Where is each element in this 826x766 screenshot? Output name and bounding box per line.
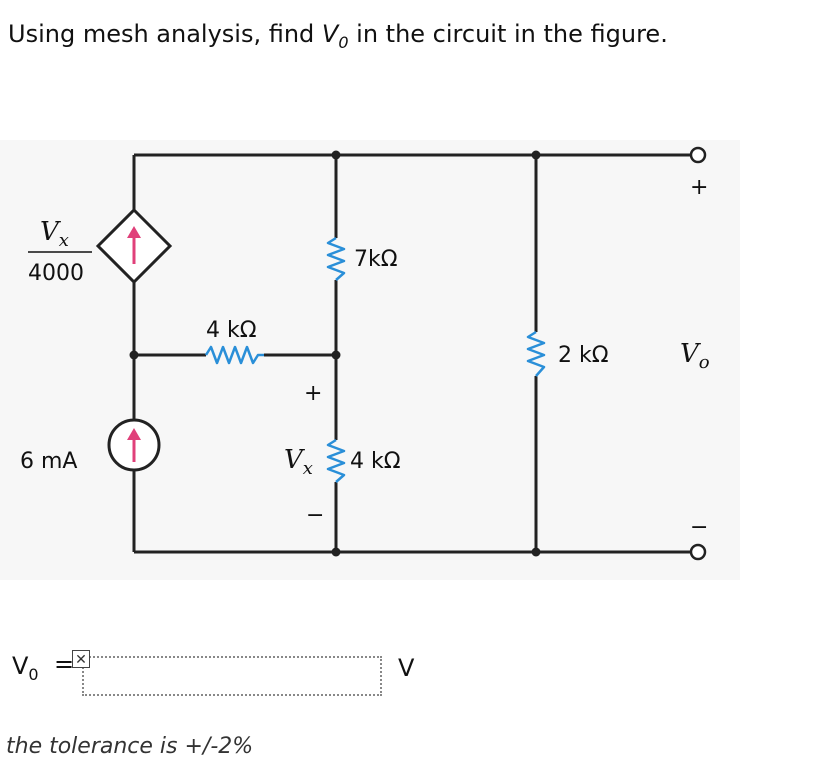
vx-minus: − bbox=[306, 503, 324, 528]
node-dots bbox=[129, 150, 541, 557]
resistors bbox=[204, 236, 546, 483]
tolerance-note: the tolerance is +/-2% bbox=[6, 734, 254, 759]
question-suffix: in the circuit in the figure. bbox=[348, 20, 668, 48]
question-prefix: Using mesh analysis, find bbox=[8, 20, 322, 48]
dep-source-numerator: Vx bbox=[40, 217, 69, 251]
label-4k-horizontal: 4 kΩ bbox=[206, 318, 257, 343]
incorrect-mark-icon: ✕ bbox=[72, 650, 90, 668]
dep-source-denominator: 4000 bbox=[28, 261, 84, 286]
answer-equals: = bbox=[54, 650, 75, 678]
circuit-diagram: Vx 4000 6 mA 7kΩ 4 kΩ 4 kΩ 2 kΩ + Vx − +… bbox=[0, 140, 740, 580]
question-text: Using mesh analysis, find V0 in the circ… bbox=[8, 20, 668, 52]
vx-label: Vx bbox=[284, 445, 313, 479]
resistor-7k bbox=[326, 236, 346, 281]
resistor-4k-horizontal bbox=[204, 345, 264, 365]
label-2k: 2 kΩ bbox=[558, 343, 609, 368]
label-4k-vertical: 4 kΩ bbox=[350, 449, 401, 474]
answer-unit: V bbox=[398, 654, 415, 682]
dependent-source-arrow-icon bbox=[127, 226, 141, 264]
answer-row: V0 = ✕ V bbox=[8, 648, 468, 696]
vx-plus: + bbox=[304, 381, 322, 406]
output-terminal-top bbox=[689, 146, 707, 164]
vo-label: Vo bbox=[680, 339, 710, 373]
answer-label: V0 bbox=[12, 652, 39, 684]
answer-input[interactable] bbox=[82, 656, 382, 696]
output-terminal-bottom bbox=[689, 543, 707, 561]
label-7k: 7kΩ bbox=[354, 247, 398, 272]
label-6ma: 6 mA bbox=[20, 449, 77, 474]
question-variable-sub: 0 bbox=[338, 32, 349, 52]
answer-label-sub: 0 bbox=[28, 664, 39, 684]
vo-minus: − bbox=[690, 515, 708, 540]
answer-label-main: V bbox=[12, 652, 29, 680]
question-variable: V bbox=[321, 20, 339, 48]
vo-plus: + bbox=[690, 175, 708, 200]
resistor-4k-vertical bbox=[326, 438, 346, 483]
current-source-arrow-icon bbox=[127, 428, 141, 462]
resistor-2k bbox=[526, 330, 546, 377]
diagram-background bbox=[0, 140, 740, 580]
wires bbox=[132, 153, 692, 554]
